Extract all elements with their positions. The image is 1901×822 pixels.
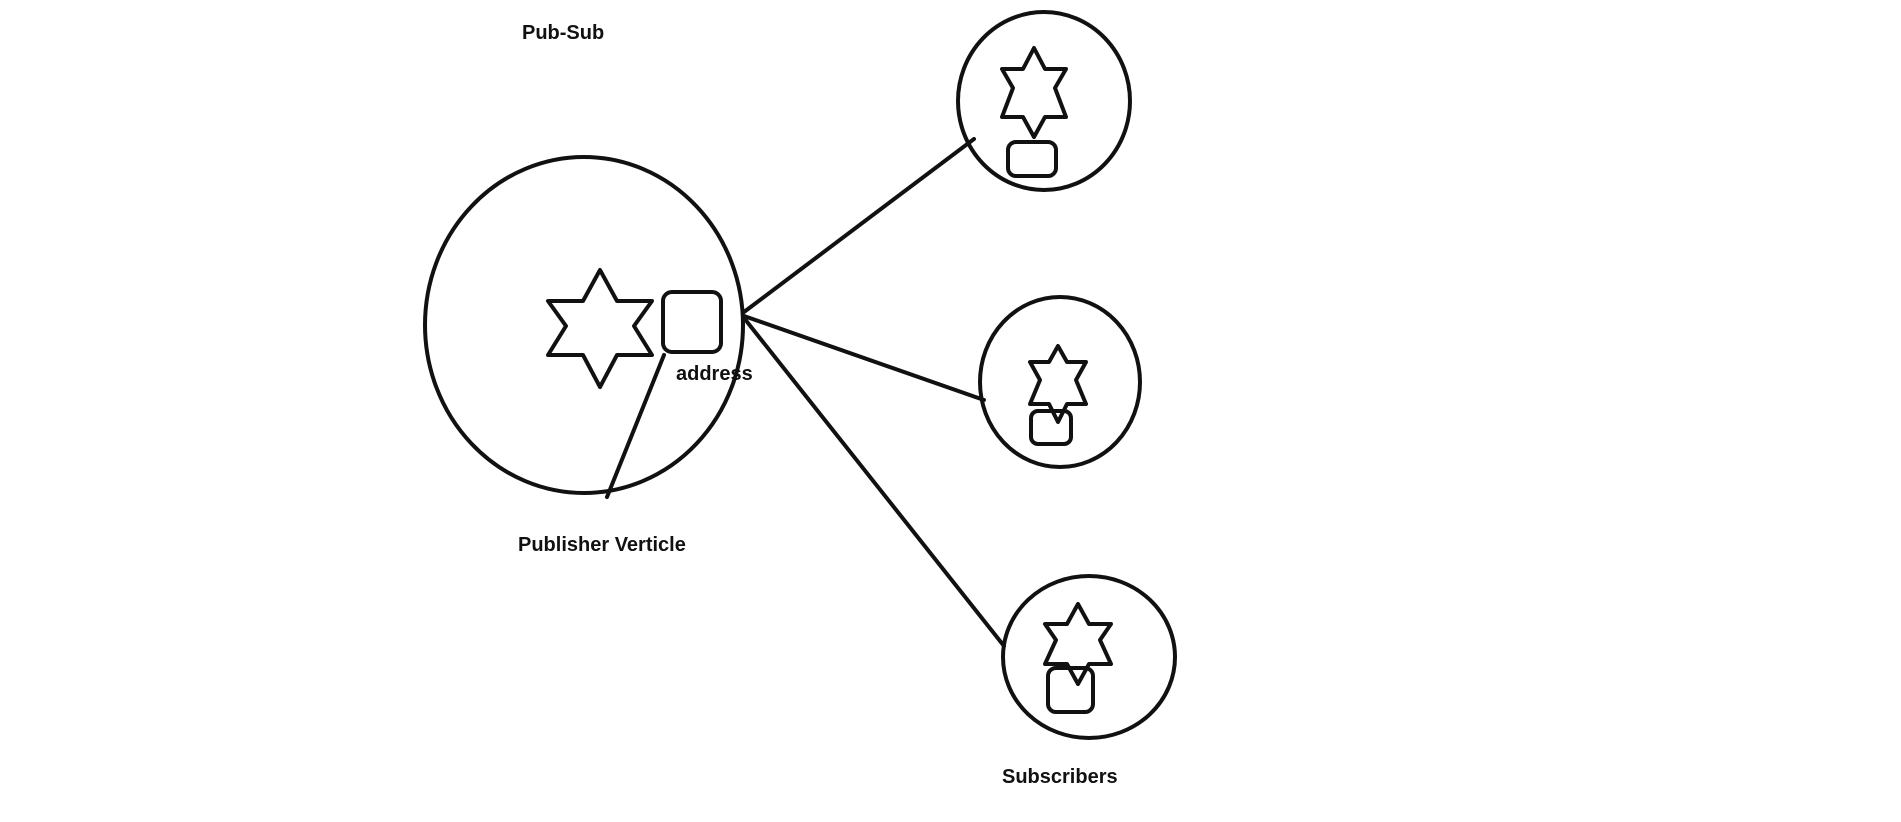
publisher-internal-link [605,353,666,499]
subscriber-address-icon [1006,140,1058,178]
address-label: address [676,363,753,385]
subscriber-address-icon [1029,409,1073,446]
subscriber-circle [956,10,1132,192]
publisher-address-icon [661,290,723,354]
publisher-label: Publisher Verticle [518,534,686,556]
subscriber-circle [978,295,1142,469]
publisher-verticle [423,155,745,499]
connection-line-subscriber-1 [742,137,976,314]
connection-line-subscriber-2 [742,314,986,402]
subscriber-verticle-1 [956,10,1132,192]
subscribers-label: Subscribers [1002,766,1118,788]
connections [742,137,1006,648]
subscriber-circle [1001,574,1177,740]
subscriber-verticle-3 [1001,574,1177,740]
subscriber-star-icon [1043,602,1113,686]
publisher-star-icon [546,268,654,389]
subscriber-star-icon [1000,46,1068,139]
subscriber-address-icon [1046,666,1095,714]
subscriber-verticle-2 [978,295,1142,469]
subscriber-star-icon [1028,344,1088,424]
publisher-circle [423,155,745,495]
connection-line-subscriber-3 [742,316,1006,648]
diagram-title: Pub-Sub [522,22,605,44]
